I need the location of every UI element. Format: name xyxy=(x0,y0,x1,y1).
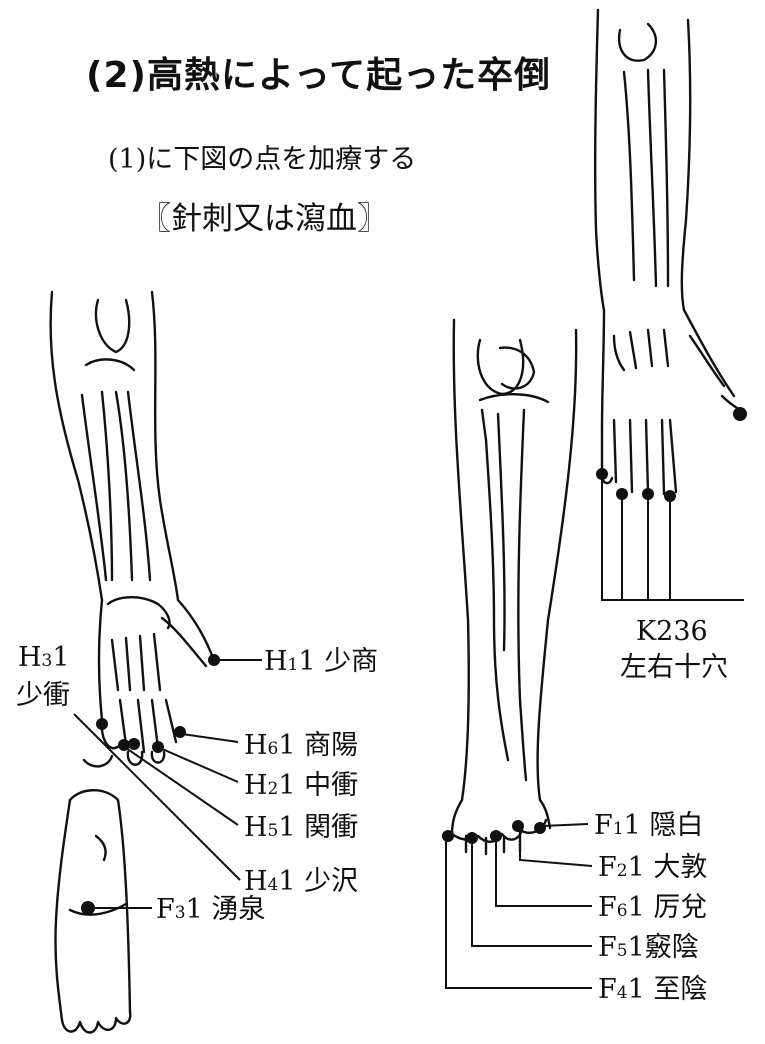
treatment-method: 〖針刺又は瀉血〗 xyxy=(140,204,388,235)
point-label-h5: H51 関衝 xyxy=(244,814,358,841)
point-label-f6: F61 厉兌 xyxy=(598,894,707,921)
point-label-f2: F21 大敦 xyxy=(598,854,707,881)
point-label-f4: F41 至陰 xyxy=(598,976,707,1003)
k236-name: 左右十穴 xyxy=(620,654,728,681)
instruction-text: (1)に下図の点を加療する xyxy=(108,146,416,173)
leg-foot-drawing xyxy=(452,320,576,854)
point-label-h6: H61 商陽 xyxy=(244,732,358,759)
point-label-h3-code: H31 xyxy=(18,644,70,671)
k236-code: K236 xyxy=(636,618,708,645)
point-label-f1: F11 隠白 xyxy=(594,812,703,839)
upper-hand-drawing xyxy=(595,10,744,494)
point-label-h4: H41 少沢 xyxy=(244,868,358,895)
point-label-h3-name: 少衝 xyxy=(16,682,70,709)
point-label-f5: F51竅陰 xyxy=(598,934,699,961)
point-label-f3: F31 湧泉 xyxy=(156,896,265,923)
forearm-hand-drawing xyxy=(51,292,214,766)
point-label-h1: H11 少商 xyxy=(264,648,378,675)
page-title: (2)高熱によって起った卒倒 xyxy=(86,58,551,94)
point-label-h2: H21 中衝 xyxy=(244,772,358,799)
